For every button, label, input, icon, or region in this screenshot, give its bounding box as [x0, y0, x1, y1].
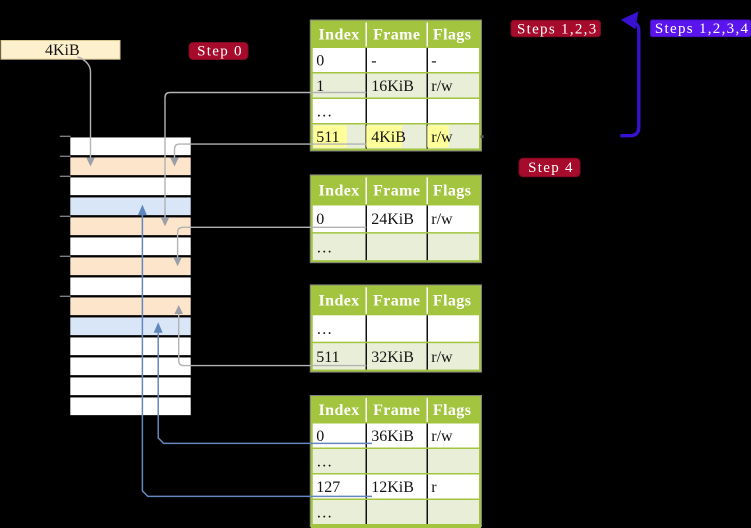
svg-text:Index: Index — [319, 183, 360, 200]
svg-text:Index: Index — [319, 27, 360, 44]
svg-text:4KiB: 4KiB — [371, 129, 406, 146]
svg-text:511: 511 — [316, 349, 339, 366]
svg-text:16KiB: 16KiB — [371, 78, 414, 95]
svg-text:r/w: r/w — [431, 349, 453, 366]
svg-text:Frame: Frame — [373, 183, 420, 200]
svg-text:Step 0: Step 0 — [197, 44, 243, 60]
svg-text:Step 4: Step 4 — [528, 160, 574, 176]
svg-text:Frame: Frame — [373, 27, 420, 44]
svg-text:…: … — [316, 321, 332, 338]
svg-text:…: … — [316, 504, 332, 521]
svg-text:Index: Index — [319, 402, 360, 419]
svg-text:24KiB: 24KiB — [371, 211, 414, 228]
svg-text:r: r — [431, 479, 437, 496]
svg-text:…: … — [316, 453, 332, 470]
svg-text:0: 0 — [316, 211, 324, 228]
svg-text:r/w: r/w — [431, 129, 453, 146]
svg-text:Index: Index — [319, 293, 360, 310]
svg-text:-: - — [371, 52, 376, 69]
svg-text:1: 1 — [316, 78, 324, 95]
svg-text:12KiB: 12KiB — [371, 479, 414, 496]
svg-text:…: … — [316, 103, 332, 120]
svg-text:Flags: Flags — [433, 183, 471, 200]
svg-text:r/w: r/w — [431, 78, 453, 95]
svg-text:r/w: r/w — [431, 428, 453, 445]
svg-text:Frame: Frame — [373, 402, 420, 419]
svg-text:r/w: r/w — [431, 211, 453, 228]
svg-text:4KiB: 4KiB — [45, 42, 80, 59]
svg-text:511: 511 — [316, 129, 339, 146]
svg-text:Steps 1,2,3: Steps 1,2,3 — [517, 21, 598, 37]
svg-text:0: 0 — [316, 428, 324, 445]
svg-text:Flags: Flags — [433, 293, 471, 310]
svg-text:…: … — [316, 239, 332, 256]
svg-text:32KiB: 32KiB — [371, 349, 414, 366]
svg-text:Frame: Frame — [373, 293, 420, 310]
svg-text:Flags: Flags — [433, 402, 471, 419]
svg-text:36KiB: 36KiB — [371, 428, 414, 445]
svg-text:0: 0 — [316, 52, 324, 69]
svg-text:Flags: Flags — [433, 27, 471, 44]
svg-text:127: 127 — [316, 479, 340, 496]
svg-text:Steps 1,2,3,4: Steps 1,2,3,4 — [655, 21, 749, 37]
svg-text:-: - — [431, 52, 436, 69]
